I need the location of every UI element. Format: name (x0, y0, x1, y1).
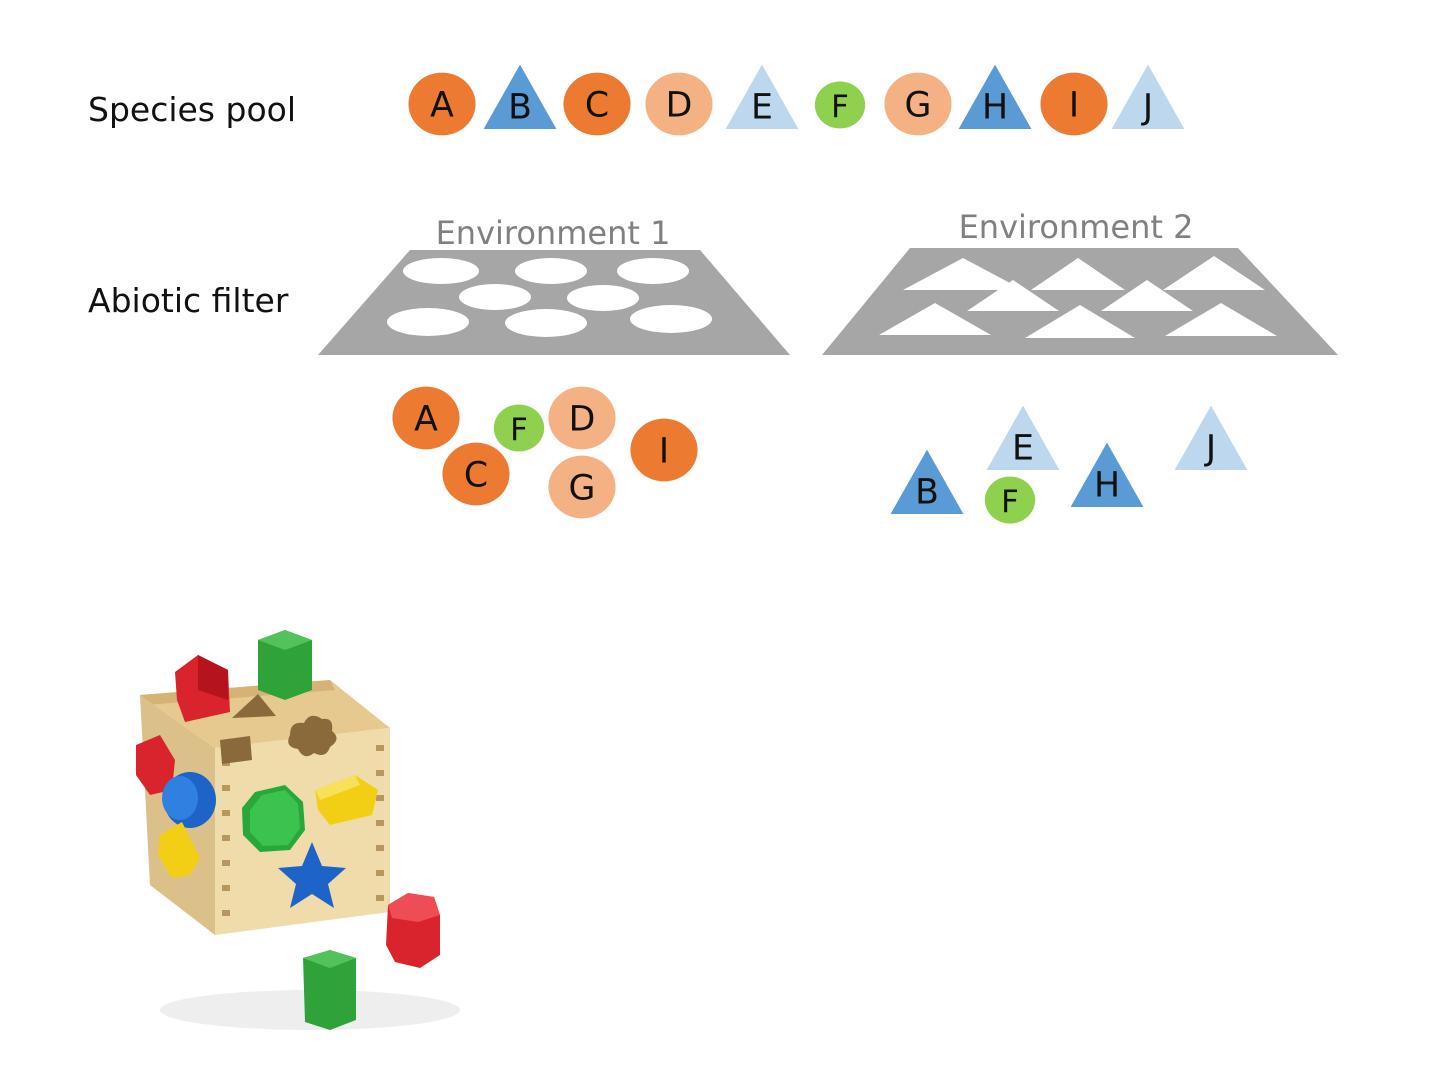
species-c: C (563, 72, 631, 136)
triangle-shape (725, 64, 799, 129)
species-letter: F (831, 89, 849, 125)
circle-shape (984, 476, 1036, 524)
filter-hole (879, 303, 991, 335)
environment-2-filter (822, 248, 1338, 355)
circle-shape (548, 386, 616, 450)
species-a: A (392, 386, 460, 450)
filter-hole (903, 258, 1023, 290)
species-e: E (986, 405, 1060, 470)
species-j: J (1174, 405, 1248, 470)
species-letter: C (585, 85, 609, 125)
species-f: F (984, 476, 1036, 524)
species-h: H (958, 64, 1032, 129)
species-letter: J (1204, 428, 1216, 468)
species-letter: A (414, 399, 438, 439)
species-letter: J (1141, 87, 1153, 127)
filter-hole (967, 280, 1059, 311)
filter-hole (1101, 280, 1193, 311)
environment-1-title: Environment 1 (436, 214, 671, 252)
circle-shape (814, 81, 866, 129)
species-b: B (890, 449, 964, 514)
species-j: J (1111, 64, 1185, 129)
filter-hole (515, 258, 587, 284)
circle-shape (630, 418, 698, 482)
circle-shape (392, 386, 460, 450)
species-letter: C (464, 455, 488, 495)
species-letter: H (1094, 465, 1120, 505)
species-letter: E (1012, 428, 1034, 468)
species-letter: G (569, 468, 596, 508)
triangle-shape (986, 405, 1060, 470)
filter-hole (630, 305, 712, 333)
species-letter: G (905, 85, 932, 125)
shape-sorter-toy-icon (136, 630, 460, 1030)
species-letter: H (982, 87, 1008, 127)
species-i: I (630, 418, 698, 482)
triangle-shape (958, 64, 1032, 129)
species-b: B (483, 64, 557, 129)
species-letter: E (751, 87, 773, 127)
circle-shape (548, 455, 616, 519)
species-d: D (645, 72, 713, 136)
filter-hole (505, 309, 587, 337)
filter-hole (387, 308, 469, 336)
abiotic-filter-label: Abiotic filter (88, 281, 289, 320)
circle-shape (645, 72, 713, 136)
species-letter: B (915, 472, 939, 512)
circle-shape (563, 72, 631, 136)
environment-2-passed-species: E J B H F (890, 405, 1248, 524)
species-pool-label: Species pool (88, 90, 296, 129)
species-g: G (884, 72, 952, 136)
triangle-shape (1070, 442, 1144, 507)
triangle-shape (890, 449, 964, 514)
triangle-shape (1174, 405, 1248, 470)
filter-hole (1165, 303, 1277, 336)
circle-shape (442, 442, 510, 506)
species-d: D (548, 386, 616, 450)
species-c: C (442, 442, 510, 506)
species-letter: A (430, 85, 454, 125)
species-letter: F (510, 412, 528, 448)
filter-hole (1025, 305, 1135, 338)
filter-hole (1031, 258, 1125, 290)
circle-shape (884, 72, 952, 136)
species-pool-row: A B C D E F G H I J (408, 64, 1185, 136)
circle-shape (1040, 72, 1108, 136)
circle-shape (408, 72, 476, 136)
species-a: A (408, 72, 476, 136)
species-letter: D (666, 85, 693, 125)
species-i: I (1040, 72, 1108, 136)
environment-2-title: Environment 2 (959, 208, 1194, 246)
species-f: F (814, 81, 866, 129)
environment-1-filter (318, 250, 790, 355)
triangle-shape (1111, 64, 1185, 129)
filter-hole (403, 258, 479, 284)
species-letter: B (508, 87, 532, 127)
filter-hole (567, 285, 639, 311)
species-letter: D (569, 399, 596, 439)
species-letter: I (659, 431, 669, 471)
species-h: H (1070, 442, 1144, 507)
species-e: E (725, 64, 799, 129)
filter-hole (617, 258, 689, 284)
environment-1-passed-species: A F D I C G (392, 386, 698, 519)
filter-hole (1163, 256, 1265, 290)
circle-shape (493, 404, 545, 452)
filter-hole (459, 284, 531, 310)
species-g: G (548, 455, 616, 519)
triangle-shape (483, 64, 557, 129)
species-f: F (493, 404, 545, 452)
species-letter: I (1069, 85, 1079, 125)
species-letter: F (1001, 484, 1019, 520)
